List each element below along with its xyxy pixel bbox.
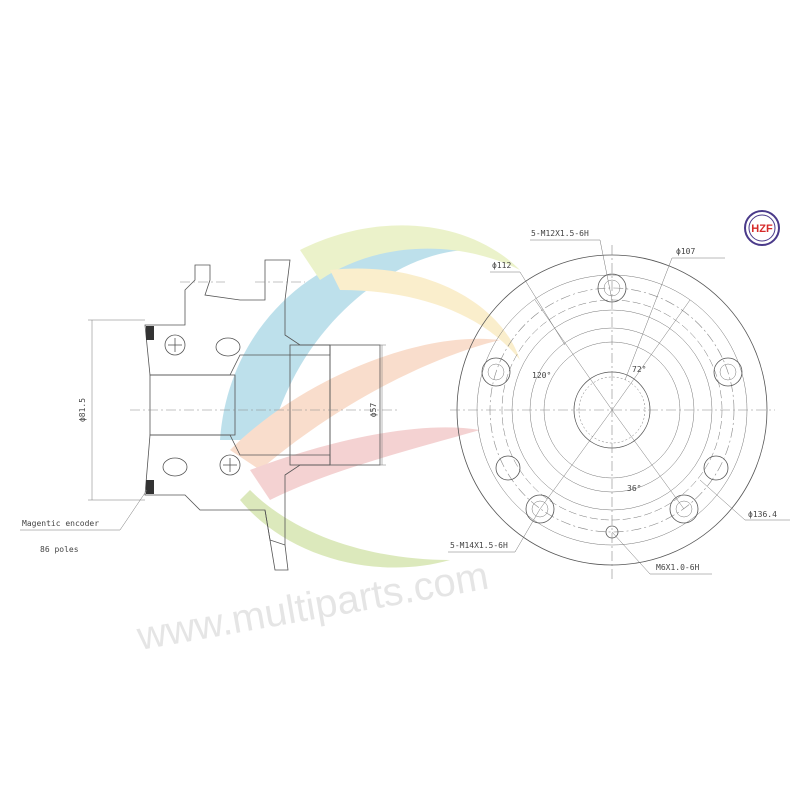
hzf-logo: HZF <box>744 210 780 246</box>
logo-text: HZF <box>751 223 773 235</box>
dia-112-label: ϕ112 <box>492 261 511 270</box>
angle-120-label: 120° <box>532 371 551 380</box>
encoder-label: Magentic encoder <box>22 519 99 528</box>
bolt-thread-bottom-label: 5-M14X1.5-6H <box>450 541 508 550</box>
screw-thread-label: M6X1.0-6H <box>656 563 700 572</box>
dim-inner-label: ϕ57 <box>369 403 378 418</box>
angle-72-label: 72° <box>632 365 646 374</box>
bolt-thread-top-label: 5-M12X1.5-6H <box>531 229 589 238</box>
angle-36-label: 36° <box>627 484 641 493</box>
dia-136-label: ϕ136.4 <box>748 510 777 519</box>
section-view: ϕ81.5 ϕ57 Magentic encoder 86 poles <box>20 259 400 571</box>
encoder-poles-label: 86 poles <box>40 545 79 554</box>
watermark-text: www.multiparts.com <box>133 554 492 659</box>
watermark-logo <box>220 225 520 568</box>
face-view: 5-M12X1.5-6H ϕ112 ϕ107 120° 72° 36° ϕ136… <box>448 229 790 580</box>
dim-outer-label: ϕ81.5 <box>78 398 87 422</box>
dia-107-label: ϕ107 <box>676 247 695 256</box>
